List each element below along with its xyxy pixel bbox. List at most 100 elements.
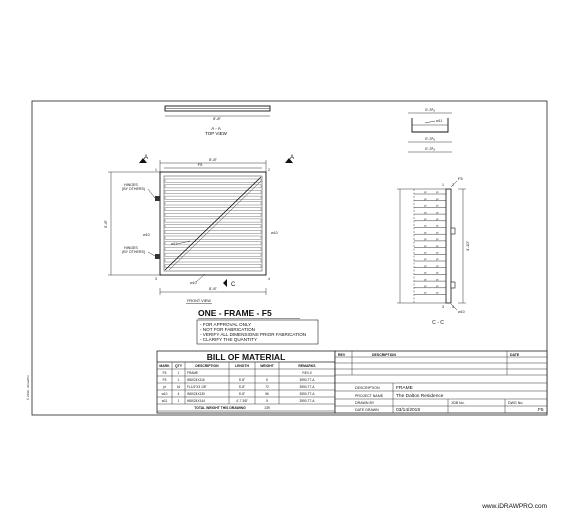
section-c-bar-label: pt	[424, 204, 427, 208]
section-b: 0'-3⁵₈ w11 0'-3⁵₈ 0'-3⁵₈	[408, 107, 452, 153]
drawing-title: ONE - FRAME - F5	[198, 308, 272, 318]
cut-a-right: A	[290, 155, 294, 161]
bom-total-value: 139	[264, 406, 270, 410]
date-drawn-label: DATE DRAWN	[355, 408, 379, 412]
section-c-corner-4: 4	[452, 305, 454, 309]
section-c-bar-label: pt	[424, 190, 427, 194]
front-picket	[164, 178, 262, 183]
note-2: - NOT FOR FABRICATION	[200, 327, 255, 332]
bom-cell: F5	[163, 371, 167, 375]
bom-cell: 5'-8"	[239, 385, 245, 389]
hinges-upper-note: (BY OTHERS)	[122, 187, 145, 191]
front-picket	[164, 252, 262, 257]
section-c-bar-label: pt	[424, 244, 427, 248]
front-picket	[164, 190, 262, 194]
section-c-hinge-upper	[450, 227, 456, 235]
bom-cell: 72	[265, 385, 269, 389]
bom-cell: W8X24X116	[187, 378, 205, 382]
section-c-bar-label: pt	[436, 257, 439, 261]
bom-cell: 3590-T7-A	[299, 399, 315, 403]
front-picket	[164, 247, 262, 251]
site-watermark: www.iDRAWPRO.com	[481, 503, 547, 510]
section-c-corner-2: 2	[452, 183, 454, 187]
front-picket	[164, 207, 262, 211]
bom-cell: 4	[178, 392, 180, 396]
diagonal-brace	[164, 176, 262, 271]
corner-3: 3	[155, 277, 157, 281]
cut-c-arrow	[223, 279, 227, 287]
dwg-value: F5	[538, 407, 544, 413]
bom-cell: 5'-8"	[239, 378, 245, 382]
bom-cell: w11	[162, 399, 168, 403]
frame-outer	[159, 171, 267, 276]
front-picket	[164, 241, 262, 246]
margin-note: © 2019 - iDrawPro	[26, 375, 30, 400]
bom-cell: 3590-T7-A	[299, 385, 315, 389]
hinges-lower-note: (BY OTHERS)	[122, 250, 145, 254]
title-block-border	[334, 350, 548, 414]
front-picket	[164, 235, 262, 240]
bom-header-cell: REMARKS	[298, 364, 316, 368]
bom-cell: W8X24X144	[187, 399, 205, 403]
front-picket	[164, 224, 262, 229]
corner-2: 2	[268, 168, 270, 172]
top-view-section: A - A	[211, 126, 221, 131]
section-c-bar-label: pt	[436, 224, 439, 228]
section-c-bar-label: pt	[424, 224, 427, 228]
front-picket	[164, 201, 262, 206]
callout-w10-left: w10	[143, 233, 150, 237]
section-c-hinge-lower	[450, 281, 456, 289]
section-c-bar-label: pt	[436, 210, 439, 214]
section-c-bar-label: pt	[424, 291, 427, 295]
front-dim-left: 5'-8"	[103, 219, 108, 228]
section-b-dim-total: 0'-3⁵₈	[425, 146, 435, 151]
section-c-bar-label: pt	[424, 210, 427, 214]
front-mark: F5	[198, 162, 203, 167]
bom-cell: FL1/4"X3 1/8"	[187, 385, 207, 389]
bom-header-cell: LENGTH	[235, 364, 249, 368]
rev-date-header: DATE	[510, 353, 520, 357]
section-c-mark: F5	[458, 176, 463, 181]
front-picket	[164, 184, 262, 189]
top-view-caption: TOP VIEW	[205, 131, 228, 136]
hinges-upper-label: HINGES	[124, 183, 138, 187]
hinges-lower-label: HINGES	[124, 246, 138, 250]
section-c-bar-label: pt	[424, 197, 427, 201]
section-c-frame	[445, 188, 452, 304]
section-c-bar-label: pt	[424, 264, 427, 268]
bom-cell: 5	[266, 399, 268, 403]
cut-a-right-arrow	[285, 158, 293, 163]
section-c-bar-label: pt	[436, 204, 439, 208]
section-c-corner-1: 1	[442, 183, 444, 187]
description-value: FRAME	[396, 385, 413, 391]
cut-a-left: A	[144, 155, 148, 161]
bom-cell: pt	[163, 385, 166, 389]
bom-cell: 3590-T7-A	[299, 378, 315, 382]
bom-border	[156, 350, 336, 414]
section-c-bar-label: pt	[436, 264, 439, 268]
project-label: PROJECT NAME	[355, 394, 384, 398]
bom-cell: FRAME	[187, 371, 198, 375]
section-b-dim-top: 0'-3⁵₈	[425, 107, 435, 112]
job-label: JOB No.	[451, 401, 465, 405]
section-c-bar-label: pt	[424, 217, 427, 221]
section-c-bar-label: pt	[436, 244, 439, 248]
top-view-dim: 5'-8"	[213, 116, 222, 121]
front-picket	[164, 212, 262, 217]
section-c-dim-left: 4'-10"	[465, 240, 470, 251]
bom-cell: 5'-8"	[239, 392, 245, 396]
section-c-bar-label: pt	[436, 277, 439, 281]
section-c-bar-label: pt	[436, 291, 439, 295]
section-c-bar-label: pt	[424, 237, 427, 241]
rev-header: REV	[338, 353, 346, 357]
section-c-bar-label: pt	[436, 271, 439, 275]
bom-cell: 16	[177, 385, 181, 389]
bom-header-cell: QTY	[175, 364, 183, 368]
bom-cell: W8X24X130	[187, 392, 205, 396]
hinge-upper	[155, 196, 160, 201]
cut-a-left-arrow	[139, 158, 147, 163]
section-c-bar-label: pt	[436, 237, 439, 241]
front-pickets	[164, 178, 262, 268]
dwg-label: DWG No.	[508, 401, 523, 405]
